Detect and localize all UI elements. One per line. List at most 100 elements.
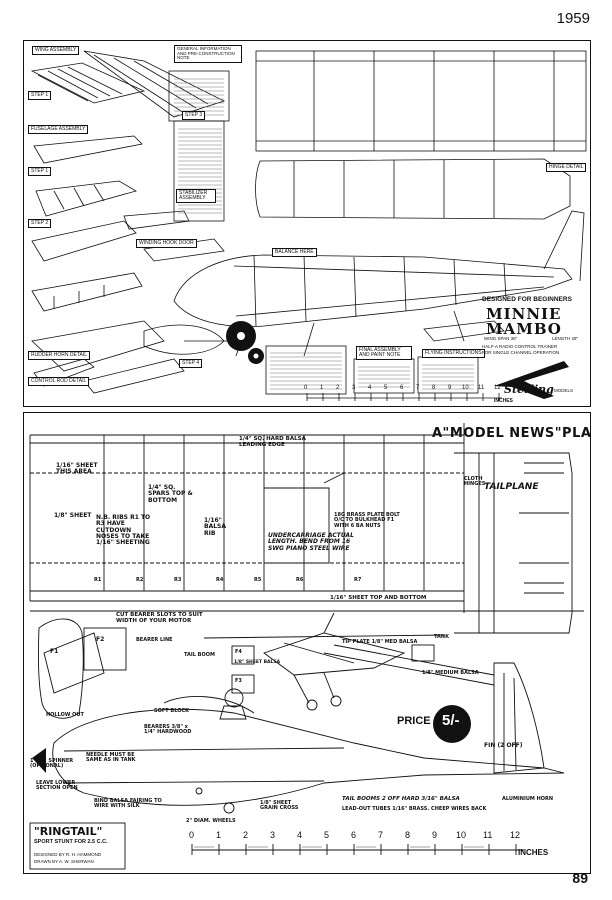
label-step-4: STEP 4 [179,359,203,368]
part-label: F2 [96,636,105,643]
scale-num: 9 [448,385,452,391]
scale-num: 0 [189,830,195,840]
note-bind-balsa: BIND BALSA FAIRING TO WIRE WITH SILK [94,798,162,810]
note-lead-out: LEAD-OUT TUBES 1/16" BRASS. CHEEP WIRES … [342,806,487,812]
scale-num: 2 [243,830,249,840]
scale-num: 2 [336,385,340,391]
note-undercarriage: UNDERCARRIAGE ACTUAL LENGTH. BEND FROM 1… [268,532,354,552]
note-brass-plate: 18G BRASS PLATE BOLT O/C TO BULKHEAD F1 … [334,512,400,529]
note-spinner: 1 1/2" SPINNER (OPTIONAL) [30,758,74,770]
scale-num: 12 [510,830,521,840]
year: 1959 [556,10,590,27]
label-balance-here: BALANCE HERE [272,248,317,257]
scale-num: 8 [432,385,436,391]
scale-num: 10 [456,830,467,840]
ringtail-title: "RINGTAIL" [34,825,103,838]
wing-span: WING SPAN 36" [484,336,518,341]
label-final-assembly: FINAL ASSEMBLY AND PAINT NOTE [356,346,412,360]
scale-num: 11 [483,830,493,840]
scale-num: 4 [297,830,303,840]
scale-num: 6 [400,385,404,391]
title-minnie: MINNIE [486,305,562,323]
label-rudder-horn-detail: RUDDER HORN DETAIL [28,351,91,360]
part-label: R3 [174,577,182,583]
scale-num: 9 [432,830,438,840]
page-number: 89 [572,870,588,886]
part-label: F4 [235,649,242,655]
part-label: R4 [216,577,224,583]
sterling-logo: Sterling [504,383,554,396]
minnie-mambo-plan: WING ASSEMBLY GENERAL INFORMATION AND PR… [23,40,591,407]
note-tail-boom: TAIL BOOM [184,652,215,658]
scale-num: 1 [216,830,222,840]
price-label: PRICE [397,715,431,727]
note-tip-plate: TIP PLATE 1/8" MED BALSA [342,639,418,645]
note-sheet-area: 1/16" SHEET THIS AREA [56,462,98,476]
scale-num: 8 [405,830,411,840]
tagline-1: HALF-A RADIO CONTROL TRAINER [482,344,558,349]
title-mambo: MAMBO [486,320,562,338]
sterling-models: MODELS [554,388,574,393]
part-label: R6 [296,577,304,583]
model-news-plan-header: A"MODEL NEWS"PLAN [432,426,591,441]
label-flying-instructions: FLYING INSTRUCTIONS [422,349,485,358]
label-control-rod-detail: CONTROL ROD DETAIL [28,377,90,386]
scale-num: 1 [320,385,324,391]
note-hard-balsa: 1/4" SQ. HARD BALSA LEADING EDGE [239,436,306,448]
scale-num: 5 [384,385,388,391]
minnie-mambo-drawing [30,50,587,401]
note-sheet-grain: 1/8" SHEET GRAIN CROSS [260,800,299,812]
note-aluminium-horn: ALUMINIUM HORN [502,796,554,802]
note-spars: 1/4" SQ. SPARS TOP & BOTTOM [148,484,193,504]
note-balsa-rib: 1/16" BALSA RIB [204,517,227,537]
part-label: R2 [136,577,144,583]
part-label: R5 [254,577,262,583]
note-leave-open: LEAVE LOWER SECTION OPEN [36,780,78,792]
note-medium-balsa: 1/8" MEDIUM BALSA [422,670,479,676]
note-ribs: N.B. RIBS R1 TO R3 HAVE CUTDOWN NOSES TO… [96,514,151,547]
scale-num: 4 [368,385,372,391]
scale-num: 7 [416,385,420,391]
label-general-info: GENERAL INFORMATION AND PRE-CONSTRUCTION… [174,45,242,63]
part-label: F1 [50,648,59,655]
note-sheet-balsa: 1/8" SHEET BALSA [234,660,281,665]
note-bearer-line: BEARER LINE [136,637,173,643]
label-hinge-detail: HINGE DETAIL [546,163,587,172]
note-tail-booms: TAIL BOOMS 2 OFF HARD 3/16" BALSA [342,796,460,802]
tagline-2: FOR SINGLE CHANNEL OPERATION [482,350,560,355]
price-value: 5/- [442,712,460,729]
part-label: F3 [235,678,242,684]
label-tailplane: TAILPLANE [484,482,539,492]
drawn-by: DRAWN BY A. W. SHERWAN [34,859,94,864]
scale-num: 10 [462,385,469,391]
scale-num: 5 [324,830,330,840]
ringtail-scale-unit: INCHES [518,848,549,857]
note-bearers: BEARERS 3/8" x 1/4" HARDWOOD [144,724,192,736]
scale-num: 3 [352,385,356,391]
note-cloth-hinges: CLOTH HINGES [464,476,486,488]
scale-num: 0 [304,385,308,391]
scale-num: 6 [351,830,357,840]
ringtail-drawing [29,423,584,870]
part-label: R1 [94,577,102,583]
label-stabilizer-assembly: STABILIZER ASSEMBLY [176,189,216,203]
designed-by: DESIGNED BY R. H. HAMMOND [34,852,102,857]
label-step-2: STEP 2 [28,219,52,228]
label-step-3: STEP 3 [182,111,206,120]
note-sheet-1-8: 1/8" SHEET [54,512,92,519]
scale-num: 12 [494,385,501,391]
note-bearer-slots: CUT BEARER SLOTS TO SUIT WIDTH OF YOUR M… [116,612,203,624]
note-needle: NEEDLE MUST BE SAME AS IN TANK [86,752,136,764]
note-sheet-top-bottom: 1/16" SHEET TOP AND BOTTOM [330,595,427,601]
label-winding-hook-door: WINDING HOOK DOOR [136,239,197,248]
part-label: R7 [354,577,362,583]
label-step-1-fuselage: STEP 1 [28,167,52,176]
scale-num: 7 [378,830,384,840]
ringtail-subtitle: SPORT STUNT FOR 2.5 C.C. [34,839,108,845]
note-soft-block: SOFT BLOCK [154,708,190,714]
label-step-1-wing: STEP 1 [28,91,52,100]
note-hollow-out: HOLLOW OUT [46,712,84,718]
minnie-scale-unit: INCHES [494,398,513,404]
length: LENGTH 28" [552,336,579,341]
label-fin: FIN (2 OFF) [484,742,523,749]
